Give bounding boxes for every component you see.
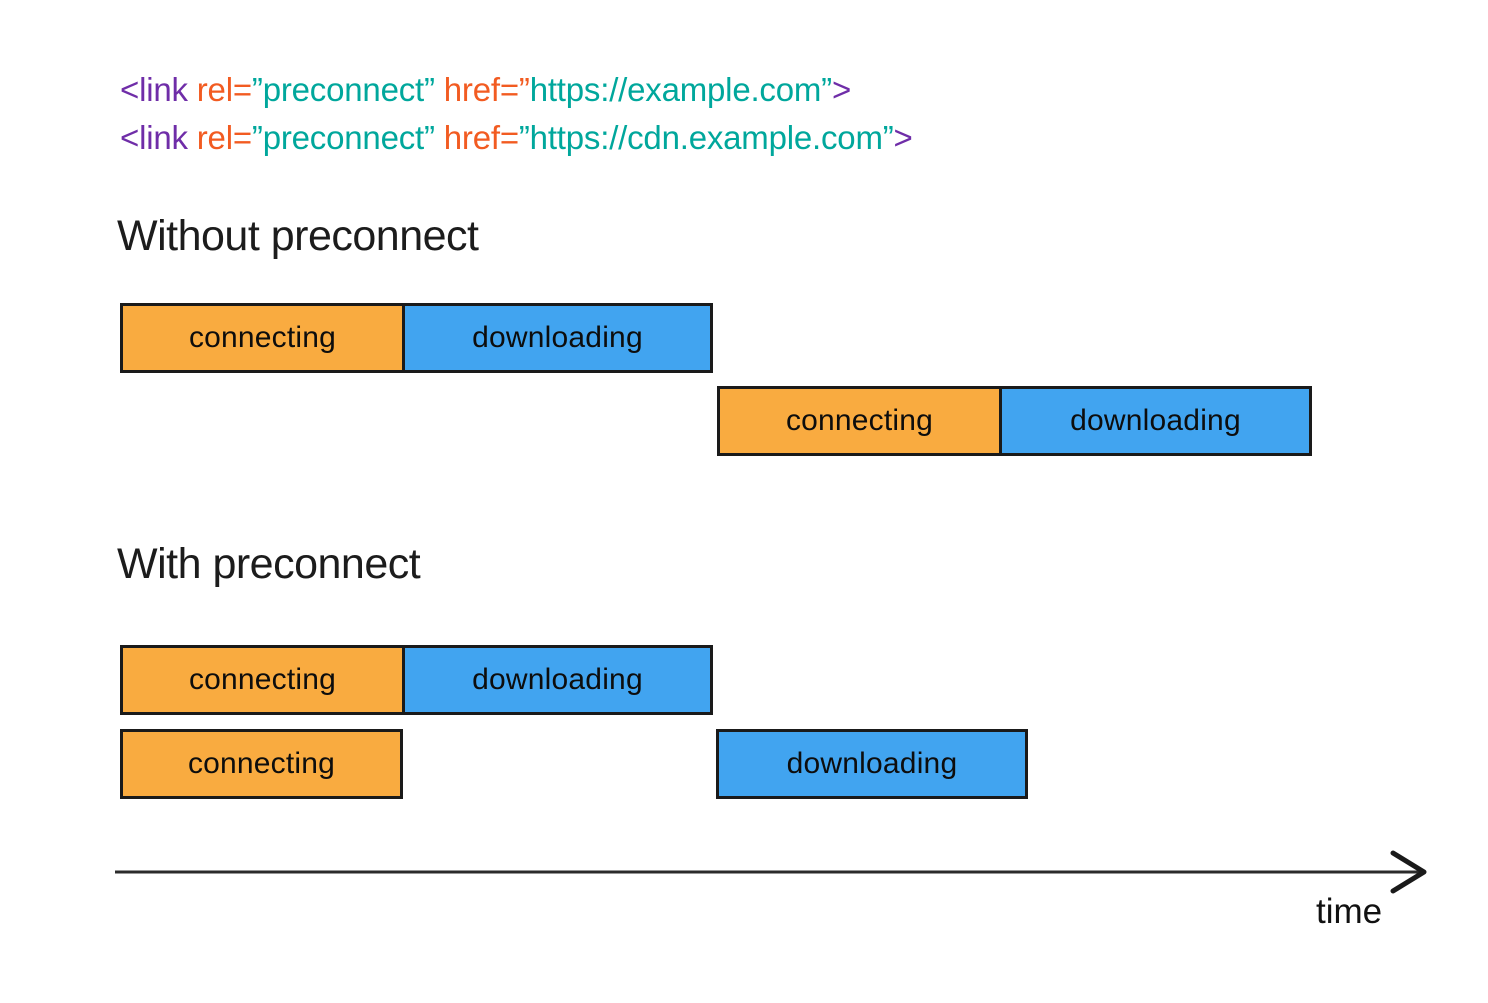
code-snippet: <link rel=”preconnect” href=”https://exa… bbox=[120, 66, 913, 162]
bar-resource1-downloading-preconnect: downloading bbox=[402, 645, 713, 715]
bar-resource2-connecting: connecting bbox=[717, 386, 1002, 456]
code-segment: href= bbox=[443, 119, 519, 156]
code-line-1: <link rel=”preconnect” href=”https://exa… bbox=[120, 66, 913, 114]
code-segment: <link bbox=[120, 119, 197, 156]
bar-resource2-downloading: downloading bbox=[999, 386, 1312, 456]
code-segment: > bbox=[831, 71, 852, 108]
section-title-with-preconnect: With preconnect bbox=[117, 540, 421, 588]
code-segment: > bbox=[893, 119, 913, 156]
bar-resource2-downloading-preconnect: downloading bbox=[716, 729, 1028, 799]
bar-resource1-connecting-preconnect: connecting bbox=[120, 645, 405, 715]
code-segment: ”preconnect” bbox=[251, 119, 444, 156]
bar-resource1-downloading: downloading bbox=[402, 303, 713, 373]
code-segment: href=” bbox=[443, 71, 530, 108]
code-segment: rel= bbox=[196, 71, 252, 108]
time-axis-arrow bbox=[115, 850, 1427, 894]
code-segment: https://example.com” bbox=[529, 71, 832, 108]
code-segment: <link bbox=[120, 71, 197, 108]
section-title-without-preconnect: Without preconnect bbox=[117, 212, 479, 260]
bar-resource2-connecting-preconnect: connecting bbox=[120, 729, 403, 799]
bar-resource1-connecting: connecting bbox=[120, 303, 405, 373]
time-axis-label: time bbox=[1316, 892, 1383, 931]
code-segment: ”https://cdn.example.com” bbox=[518, 119, 894, 156]
code-line-2: <link rel=”preconnect” href=”https://cdn… bbox=[120, 114, 913, 162]
code-segment: rel= bbox=[196, 119, 252, 156]
code-segment: ”preconnect” bbox=[251, 71, 444, 108]
